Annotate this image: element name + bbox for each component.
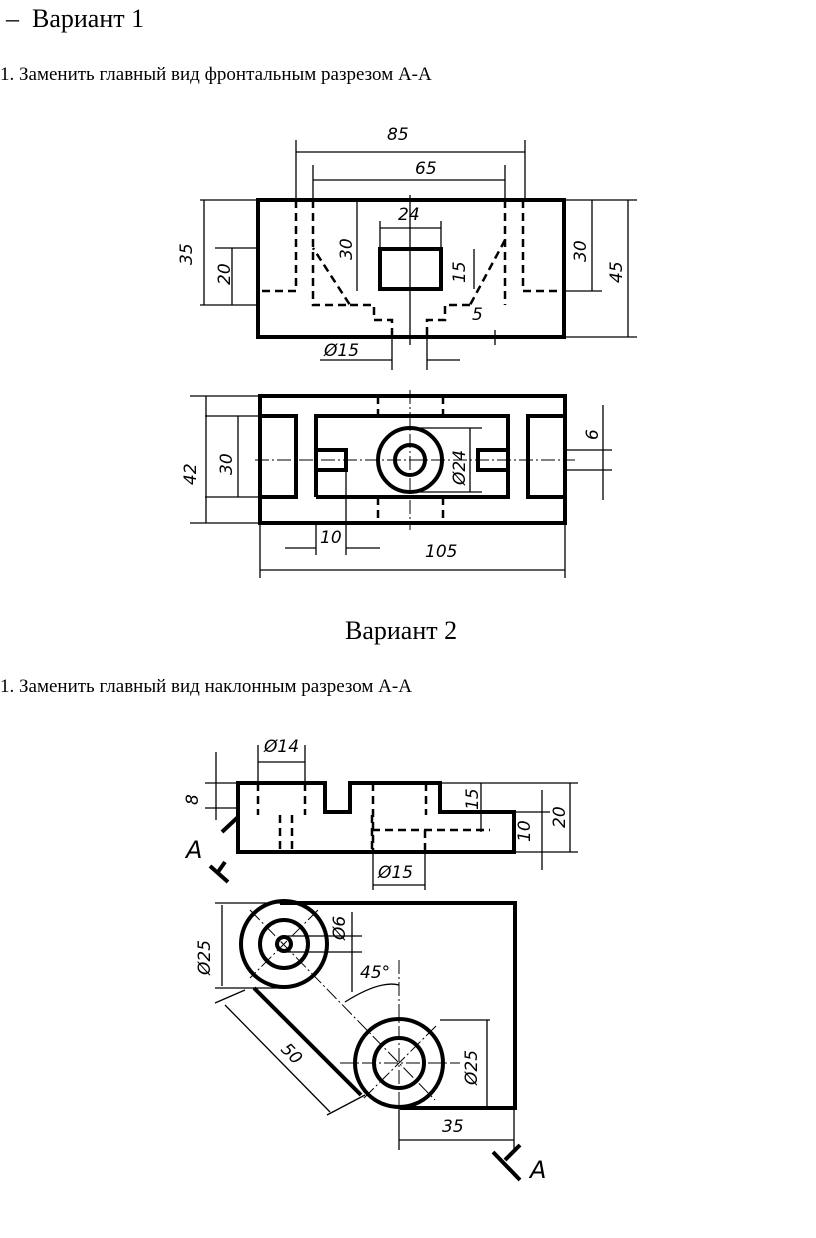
cut-label-a-top: A	[184, 836, 202, 864]
cut-arrow-a-top	[208, 815, 240, 884]
variant-1-task: 1. Заменить главный вид фронтальным разр…	[0, 64, 432, 85]
dim-30-right: 30	[571, 240, 591, 262]
dim-45: 45	[607, 261, 627, 283]
dim-phi14: Ø14	[263, 737, 299, 757]
dim-phi25-left: Ø25	[195, 940, 215, 976]
dim-8: 8	[183, 794, 203, 805]
dim-phi25-right: Ø25	[462, 1050, 482, 1086]
dim-24: 24	[398, 205, 420, 225]
dim-15: 15	[463, 788, 483, 810]
dim-phi6: Ø6	[330, 916, 350, 941]
dim-35: 35	[177, 243, 197, 265]
plan-outline	[252, 901, 517, 1110]
variant-1-heading: – Вариант 1	[6, 4, 144, 34]
right-boss-outer	[353, 1017, 445, 1109]
cut-arrow-a-bottom	[491, 1143, 522, 1182]
left-boss-outer	[239, 899, 329, 989]
dim-phi15: Ø15	[377, 863, 413, 883]
dash: –	[6, 4, 19, 33]
dim-phi15: Ø15	[323, 341, 359, 361]
dim-phi24: Ø24	[450, 450, 470, 486]
left-hole	[275, 935, 293, 953]
dim-35: 35	[442, 1117, 464, 1137]
dim-5: 5	[472, 305, 483, 325]
dim-65: 65	[415, 159, 437, 179]
dim-10: 10	[515, 820, 535, 842]
dim-15: 15	[450, 261, 470, 283]
dim-50: 50	[276, 1039, 305, 1068]
dim-10: 10	[320, 528, 342, 548]
dim-20: 20	[215, 263, 235, 285]
variant-2-heading: Вариант 2	[345, 616, 458, 645]
variant-2-task: 1. Заменить главный вид наклонным разрез…	[0, 676, 412, 697]
heading-text: Вариант 1	[32, 4, 145, 33]
dim-30-front: 30	[337, 238, 357, 260]
cut-label-a-bottom: A	[528, 1156, 546, 1184]
dim-20: 20	[550, 806, 570, 828]
dim-85: 85	[387, 125, 409, 145]
dim-105: 105	[425, 542, 457, 562]
front-view-outline	[256, 198, 566, 339]
dim-6: 6	[583, 429, 603, 440]
dim-42: 42	[181, 463, 201, 485]
dim-angle-45: 45°	[360, 963, 390, 983]
left-boss-middle	[258, 918, 310, 970]
dim-30-top: 30	[217, 453, 237, 475]
